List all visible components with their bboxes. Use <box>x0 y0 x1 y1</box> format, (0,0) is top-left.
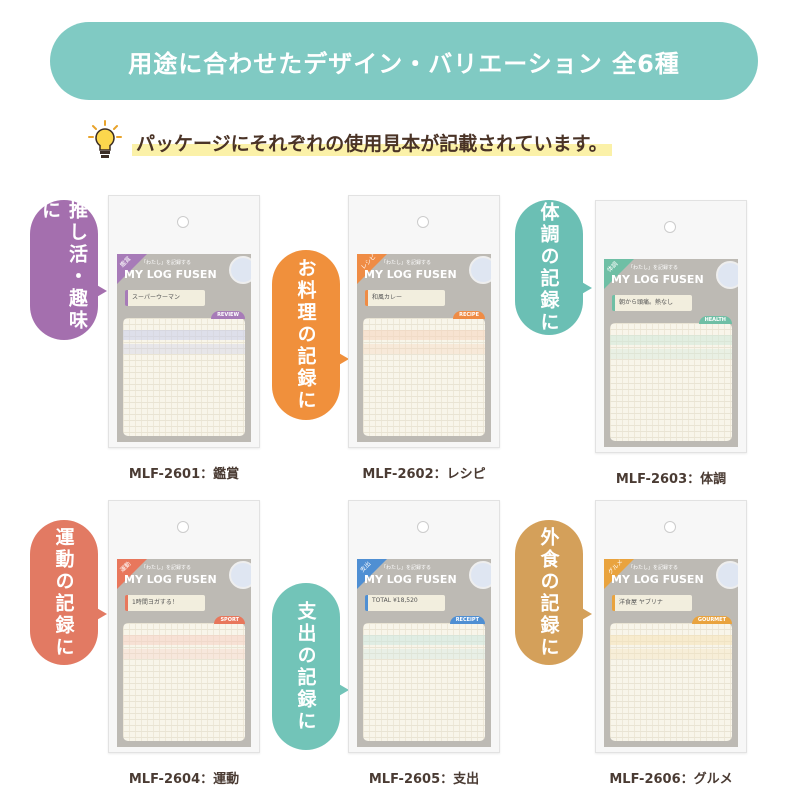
lightbulb-icon <box>88 120 122 164</box>
product-subtitle: 「わたし」を記録する <box>141 260 192 266</box>
product-logo: MY LOG FUSEN <box>364 268 457 281</box>
product-subtitle: 「わたし」を記録する <box>628 265 679 271</box>
category-corner <box>604 559 634 589</box>
section-badge: RECEIPT <box>449 616 485 624</box>
page-title: 用途に合わせたデザイン・バリエーション 全6種 <box>128 49 680 78</box>
callout-tail <box>337 683 349 698</box>
note-sheet <box>610 623 732 741</box>
hang-hole <box>177 521 189 533</box>
usage-circle <box>229 561 251 589</box>
section-badge: SPORT <box>214 616 245 624</box>
sticky-flag: 洋食屋 ヤブリナ <box>612 595 692 611</box>
callout-text: 支出の記録に <box>294 600 317 733</box>
sticky-flag: スーパーウーマン <box>125 290 205 306</box>
category-corner <box>357 254 387 284</box>
note-sheet <box>363 623 485 741</box>
product-logo: MY LOG FUSEN <box>611 273 704 286</box>
callout-text: 運動の記録に <box>52 526 75 659</box>
callout-bubble: 推し活・趣味に <box>30 200 107 340</box>
model-label: MLF-2603：体調 <box>615 472 727 487</box>
tip-line: パッケージにそれぞれの使用見本が記載されています。 <box>88 120 612 164</box>
usage-circle <box>716 261 738 289</box>
section-badge: GOURMET <box>691 616 732 624</box>
product-card: 支出 「わたし」を記録する MY LOG FUSEN TOTAL ¥18,520… <box>357 559 491 747</box>
callout-bubble: 支出の記録に <box>272 583 349 750</box>
sticky-flag: 1時間ヨガする！ <box>125 595 205 611</box>
sticky-flag: 和風カレー <box>365 290 445 306</box>
callout-bubble: 運動の記録に <box>30 520 107 665</box>
usage-circle <box>229 256 251 284</box>
sticky-flag: TOTAL ¥18,520 <box>365 595 445 611</box>
callout-bubble: お料理の記録に <box>272 250 349 420</box>
product-card: 体調 「わたし」を記録する MY LOG FUSEN 朝から頭痛。熱なし HEA… <box>604 259 738 447</box>
product-logo: MY LOG FUSEN <box>124 268 217 281</box>
product-package: レシピ 「わたし」を記録する MY LOG FUSEN 和風カレー RECIPE <box>348 195 500 448</box>
hang-hole <box>177 216 189 228</box>
product-card: 運動 「わたし」を記録する MY LOG FUSEN 1時間ヨガする！ SPOR… <box>117 559 251 747</box>
product-logo: MY LOG FUSEN <box>364 573 457 586</box>
note-sheet <box>123 318 245 436</box>
note-sheet <box>363 318 485 436</box>
product-logo: MY LOG FUSEN <box>124 573 217 586</box>
category-corner <box>117 254 147 284</box>
product-card: 鑑賞 「わたし」を記録する MY LOG FUSEN スーパーウーマン REVI… <box>117 254 251 442</box>
product-subtitle: 「わたし」を記録する <box>628 565 679 571</box>
product-package: 支出 「わたし」を記録する MY LOG FUSEN TOTAL ¥18,520… <box>348 500 500 753</box>
page-title-banner: 用途に合わせたデザイン・バリエーション 全6種 <box>50 22 758 100</box>
hang-hole <box>417 216 429 228</box>
product-package: 鑑賞 「わたし」を記録する MY LOG FUSEN スーパーウーマン REVI… <box>108 195 260 448</box>
callout-tail <box>580 607 592 621</box>
usage-circle <box>716 561 738 589</box>
callout-tail <box>95 284 107 298</box>
section-badge: RECIPE <box>453 311 485 319</box>
note-sheet <box>123 623 245 741</box>
product-logo: MY LOG FUSEN <box>611 573 704 586</box>
model-label: MLF-2606：グルメ <box>609 772 733 787</box>
callout-tail <box>95 607 107 621</box>
model-label: MLF-2605：支出 <box>368 772 480 787</box>
callout-bubble: 外食の記録に <box>515 520 592 665</box>
model-label: MLF-2602：レシピ <box>362 467 486 482</box>
section-badge: REVIEW <box>211 311 245 319</box>
callout-text: 推し活・趣味に <box>39 200 88 332</box>
note-sheet <box>610 323 732 441</box>
callout-tail <box>337 352 349 366</box>
usage-circle <box>469 561 491 589</box>
product-package: 運動 「わたし」を記録する MY LOG FUSEN 1時間ヨガする！ SPOR… <box>108 500 260 753</box>
model-label: MLF-2604：運動 <box>128 772 240 787</box>
category-corner <box>117 559 147 589</box>
product-subtitle: 「わたし」を記録する <box>141 565 192 571</box>
product-subtitle: 「わたし」を記録する <box>381 260 432 266</box>
sticky-flag: 朝から頭痛。熱なし <box>612 295 692 311</box>
callout-text: お料理の記録に <box>294 258 317 412</box>
usage-circle <box>469 256 491 284</box>
model-label: MLF-2601：鑑賞 <box>128 467 240 482</box>
callout-tail <box>580 281 592 295</box>
callout-text: 体調の記録に <box>537 201 560 334</box>
hang-hole <box>417 521 429 533</box>
product-card: レシピ 「わたし」を記録する MY LOG FUSEN 和風カレー RECIPE <box>357 254 491 442</box>
category-corner <box>357 559 387 589</box>
product-subtitle: 「わたし」を記録する <box>381 565 432 571</box>
hang-hole <box>664 221 676 233</box>
category-corner <box>604 259 634 289</box>
product-card: グルメ 「わたし」を記録する MY LOG FUSEN 洋食屋 ヤブリナ GOU… <box>604 559 738 747</box>
product-package: 体調 「わたし」を記録する MY LOG FUSEN 朝から頭痛。熱なし HEA… <box>595 200 747 453</box>
section-badge: HEALTH <box>698 316 732 324</box>
hang-hole <box>664 521 676 533</box>
callout-text: 外食の記録に <box>537 526 560 659</box>
callout-bubble: 体調の記録に <box>515 200 592 335</box>
product-package: グルメ 「わたし」を記録する MY LOG FUSEN 洋食屋 ヤブリナ GOU… <box>595 500 747 753</box>
tip-text: パッケージにそれぞれの使用見本が記載されています。 <box>132 128 612 156</box>
